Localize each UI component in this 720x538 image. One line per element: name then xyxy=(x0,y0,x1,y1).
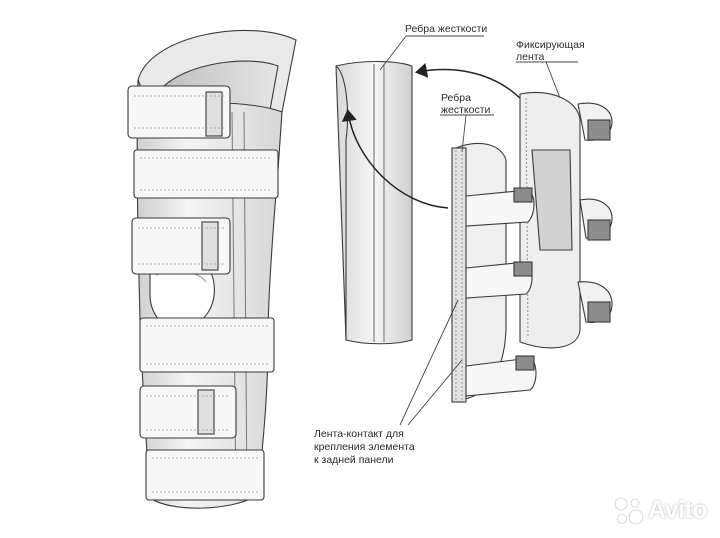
label-fixing-strap-line2: лента xyxy=(516,51,545,63)
avito-watermark: Avito xyxy=(612,494,716,528)
label-stiffening-ribs-top: Ребра жесткости xyxy=(405,23,488,35)
front-strap-1 xyxy=(465,187,535,227)
strap-1 xyxy=(127,85,231,139)
strap-6 xyxy=(145,449,265,501)
fixing-strap-1 xyxy=(577,102,613,141)
front-strap-2 xyxy=(465,261,533,299)
label-contact-tape-line2: крепления элемента xyxy=(314,441,415,453)
front-panel-exploded xyxy=(451,91,613,403)
rib-panel xyxy=(335,61,413,345)
back-panel-inner xyxy=(531,149,573,251)
rib-panel-lip xyxy=(335,65,349,340)
watermark-text: Avito xyxy=(648,496,708,524)
leader-fixing-strap xyxy=(516,61,578,99)
fixing-strap-3 xyxy=(577,281,613,323)
label-ribs-mid-line1: Ребра xyxy=(441,92,471,104)
arrow-curve xyxy=(341,109,449,209)
leader-lines xyxy=(379,35,578,426)
avito-logo-icon xyxy=(614,497,644,525)
strap-4 xyxy=(139,317,275,373)
leader-contact-tape xyxy=(399,299,463,426)
front-strap-3 xyxy=(465,355,537,397)
leader-ribs-top xyxy=(379,35,484,71)
label-contact-tape-line3: к задней панели xyxy=(314,454,394,466)
assembled-brace xyxy=(127,29,297,509)
leader-ribs-mid xyxy=(440,114,494,153)
label-fixing-strap-line1: Фиксирующая xyxy=(516,39,585,51)
arrow-top xyxy=(415,62,521,99)
label-contact-tape-line1: Лента-контакт для xyxy=(314,428,404,440)
strap-5 xyxy=(139,385,237,439)
fixing-strap-2 xyxy=(579,198,613,241)
label-ribs-mid-line2: жесткости xyxy=(441,104,491,116)
strap-3 xyxy=(131,217,231,275)
strap-2 xyxy=(133,149,279,199)
